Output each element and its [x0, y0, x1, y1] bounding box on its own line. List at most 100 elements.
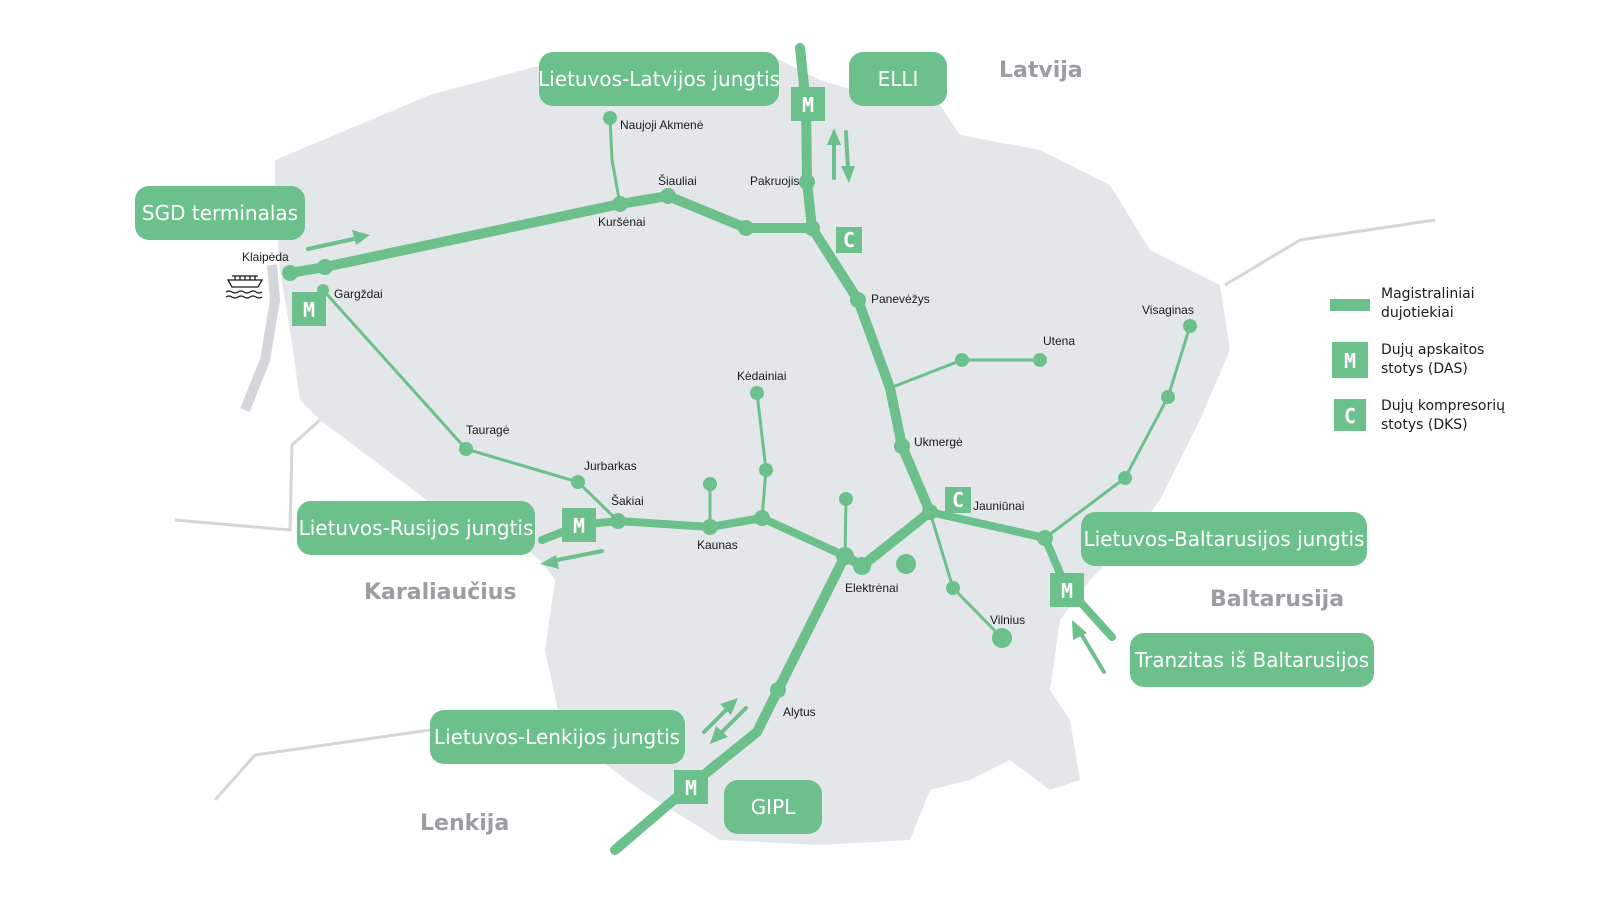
pill-gipl: GIPL	[724, 780, 822, 834]
branch-elektrenai-north	[843, 497, 848, 558]
country-kaliningrad: Karaliaučius	[364, 580, 517, 605]
node-vilnius	[992, 628, 1012, 648]
city-taurage: Tauragė	[466, 423, 510, 437]
ru-arrow-icon	[540, 549, 604, 569]
city-ukmerge: Ukmergė	[914, 435, 963, 449]
city-klaipeda: Klaipėda	[242, 250, 289, 264]
legend: Magistraliniai dujotiekiai M Dujų apskai…	[1330, 286, 1505, 433]
branch-naujoji-akmene	[608, 116, 622, 206]
city-jauniunai: Jauniūnai	[973, 499, 1024, 513]
das-badge-latvia: M	[791, 87, 825, 121]
svg-text:M: M	[573, 514, 585, 538]
branch-visaginas	[1043, 324, 1192, 540]
node-visaginas-mid	[1161, 390, 1175, 404]
city-sakiai: Šakiai	[611, 493, 644, 508]
city-elektrenai: Elektrėnai	[845, 581, 898, 595]
node-jauniunai	[922, 504, 938, 520]
node-naujoji-akmene	[603, 111, 617, 125]
city-utena: Utena	[1043, 334, 1075, 348]
das-badge-klaipeda: M	[292, 292, 326, 326]
legend-das: M Dujų apskaitos stotys (DAS)	[1332, 342, 1484, 378]
node-alytus	[770, 682, 786, 698]
svg-text:ELLI: ELLI	[878, 67, 919, 91]
node-utena-mid	[955, 353, 969, 367]
dks-badge-north: C	[836, 227, 862, 253]
svg-text:C: C	[952, 488, 964, 512]
latvia-belarus-border	[1224, 218, 1436, 287]
legend-dks: C Dujų kompresorių stotys (DKS)	[1334, 398, 1505, 433]
svg-text:M: M	[1061, 579, 1073, 603]
svg-text:Lietuvos-Lenkijos jungtis: Lietuvos-Lenkijos jungtis	[434, 725, 680, 749]
pl-arrows-icon	[702, 698, 748, 744]
node-kaunas-north	[703, 477, 717, 491]
country-belarus: Baltarusija	[1210, 587, 1344, 612]
nodes	[282, 111, 1197, 698]
city-vilnius: Vilnius	[990, 613, 1025, 627]
city-kursenai: Kuršėnai	[598, 215, 645, 229]
svg-text:Tranzitas iš Baltarusijos: Tranzitas iš Baltarusijos	[1134, 648, 1369, 672]
node-sakiai	[610, 513, 626, 529]
node-kaunas	[702, 519, 718, 535]
city-pakruojis: Pakruojis	[750, 174, 799, 188]
svg-text:Lietuvos-Baltarusijos jungtis: Lietuvos-Baltarusijos jungtis	[1083, 527, 1364, 551]
pill-sgd: SGD terminalas	[135, 186, 305, 240]
lithuania-land	[275, 55, 1230, 845]
svg-text:Magistraliniai: Magistraliniai	[1381, 286, 1475, 302]
das-badge-poland: M	[674, 770, 708, 804]
kaliningrad-border	[174, 418, 321, 532]
das-badge-belarus: M	[1050, 573, 1084, 607]
pill-elli: ELLI	[849, 52, 947, 106]
node-utena	[1033, 353, 1047, 367]
node-visaginas-low	[1118, 471, 1132, 485]
svg-text:Lietuvos-Rusijos jungtis: Lietuvos-Rusijos jungtis	[299, 516, 534, 540]
city-labels: Naujoji Akmenė Šiauliai Kuršėnai Pakruoj…	[242, 118, 1194, 719]
svg-text:M: M	[1344, 349, 1356, 373]
country-poland: Lenkija	[420, 811, 509, 836]
pill-pl: Lietuvos-Lenkijos jungtis	[430, 710, 685, 764]
country-latvia: Latvija	[999, 58, 1083, 83]
city-siauliai: Šiauliai	[658, 173, 697, 188]
elli-arrows-icon	[827, 128, 855, 183]
node-elektrenai	[853, 557, 871, 575]
svg-text:M: M	[802, 93, 814, 117]
transit-arrow-icon	[1072, 620, 1106, 674]
das-badge-sakiai: M	[562, 508, 596, 542]
node-taurage	[459, 442, 473, 456]
flow-arrows	[306, 128, 1106, 744]
poland-border	[213, 728, 431, 801]
city-kaunas: Kaunas	[697, 538, 738, 552]
node-elektrenai-north	[839, 492, 853, 506]
node-panevezys	[850, 292, 866, 308]
node-east-siauliai	[738, 220, 754, 236]
svg-text:stotys (DAS): stotys (DAS)	[1381, 361, 1468, 377]
city-jurbarkas: Jurbarkas	[584, 459, 637, 473]
svg-text:C: C	[843, 228, 855, 252]
node-kaunas-east	[754, 510, 770, 526]
pipeline-elektrenai-alytus-poland	[610, 551, 850, 855]
city-naujoji-akmene: Naujoji Akmenė	[620, 118, 704, 132]
city-alytus: Alytus	[783, 705, 816, 719]
pill-ru: Lietuvos-Rusijos jungtis	[297, 501, 535, 555]
node-kedainiai-mid	[759, 463, 773, 477]
dks-badge-jauniunai: C	[945, 487, 971, 513]
city-gargzdai: Gargždai	[334, 287, 383, 301]
pill-by: Lietuvos-Baltarusijos jungtis	[1081, 512, 1367, 566]
node-vilnius-mid	[946, 581, 960, 595]
neighbour-borders	[174, 218, 1436, 801]
svg-text:Lietuvos-Latvijos jungtis: Lietuvos-Latvijos jungtis	[538, 67, 780, 91]
sgd-arrow-icon	[306, 230, 370, 251]
pill-lv: Lietuvos-Latvijos jungtis	[538, 52, 780, 106]
legend-pipelines: Magistraliniai dujotiekiai	[1330, 286, 1475, 321]
city-visaginas: Visaginas	[1142, 303, 1194, 317]
node-jurbarkas	[571, 475, 585, 489]
node-klaipeda	[282, 265, 298, 281]
city-panevezys: Panevėžys	[871, 292, 930, 306]
svg-text:GIPL: GIPL	[751, 795, 796, 819]
branch-gargzdai-taurage-sakiai	[321, 288, 620, 523]
node-pakruojis	[799, 174, 815, 190]
node-belarus-junction	[1037, 530, 1053, 546]
country-labels: Latvija Baltarusija Karaliaučius Lenkija	[364, 58, 1344, 836]
node-isolated	[896, 554, 916, 574]
